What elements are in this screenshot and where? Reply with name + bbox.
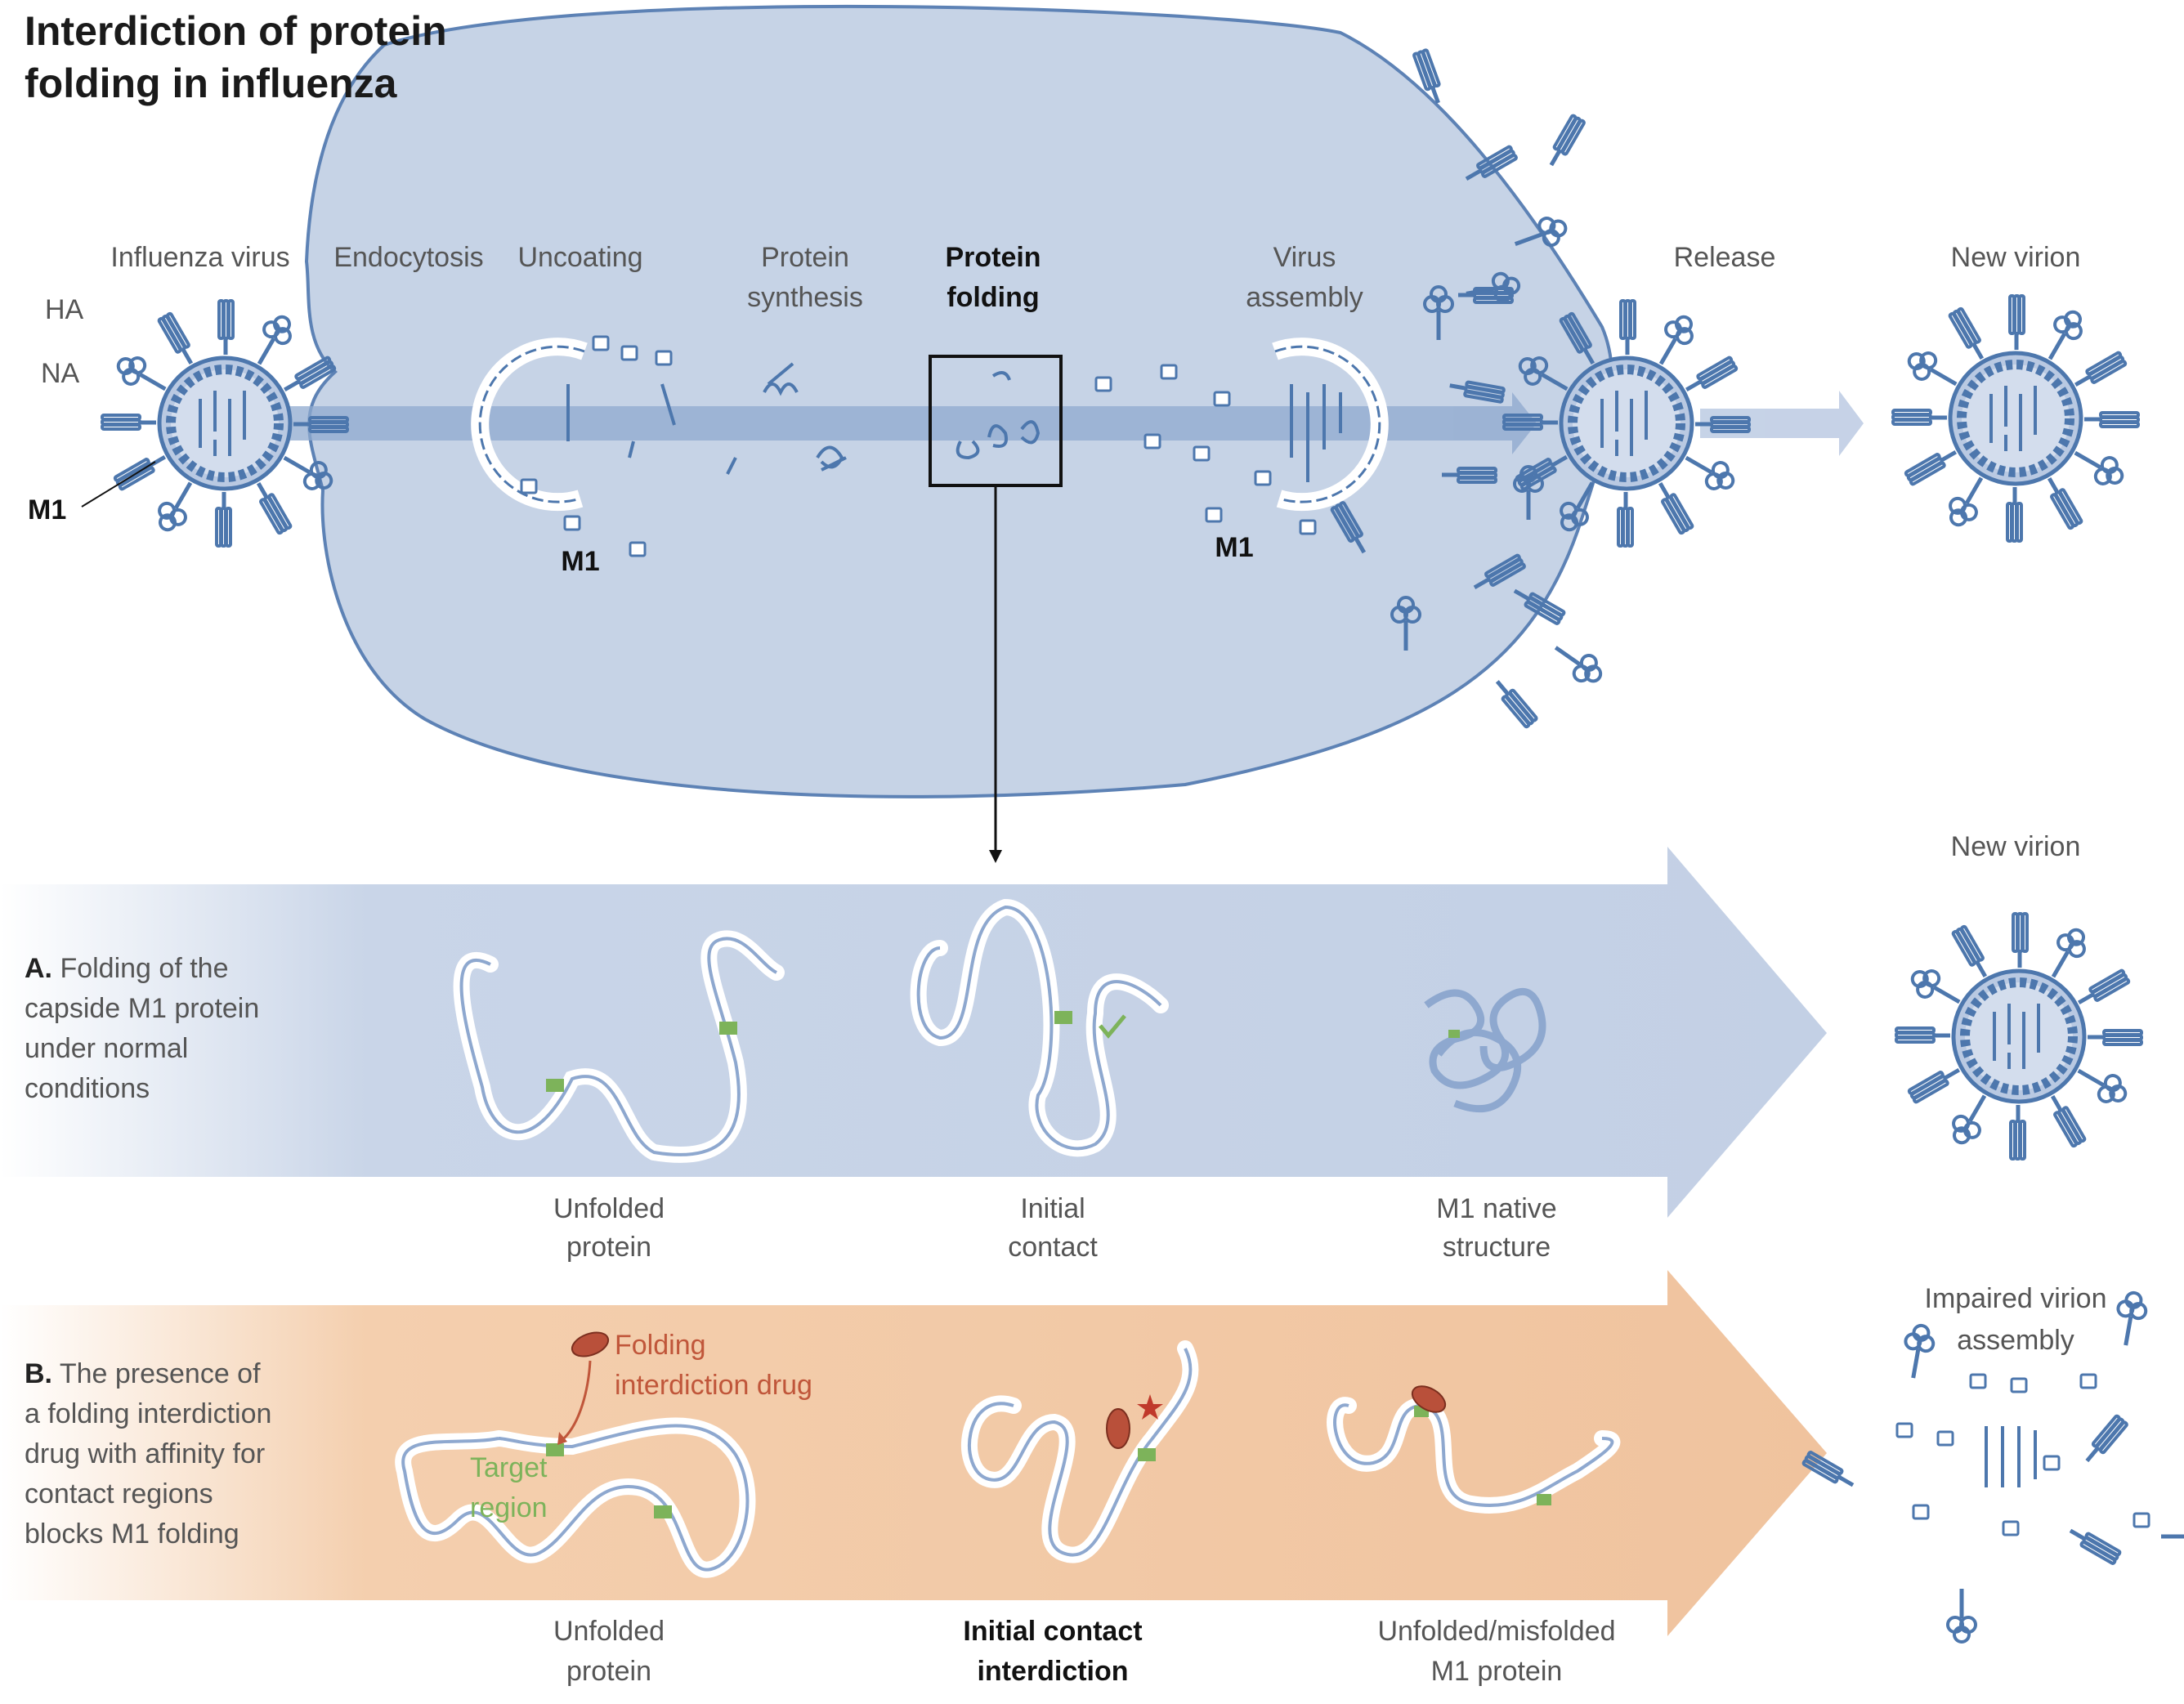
protein-folding-box xyxy=(929,355,1063,863)
label-protein-synthesis-2: synthesis xyxy=(747,282,863,313)
label-influenza-virus: Influenza virus xyxy=(110,242,290,273)
m1-pointer xyxy=(81,461,156,508)
protein-chain-icon xyxy=(453,898,1169,1163)
panel-b-desc-2: a folding interdiction xyxy=(25,1398,272,1429)
panel-b-step3-2: M1 protein xyxy=(1430,1656,1563,1687)
panel-b-result-1: Impaired virion xyxy=(1924,1283,2107,1314)
label-m1-uncoating: M1 xyxy=(561,546,600,577)
label-protein-synthesis-1: Protein xyxy=(761,242,849,273)
star-icon xyxy=(1137,1394,1163,1420)
label-release: Release xyxy=(1673,242,1776,273)
panel-b-band xyxy=(0,1270,1827,1636)
drug-label: Folding interdiction drug xyxy=(615,1326,812,1406)
drug-pill-icon xyxy=(571,1331,610,1357)
target-label-1: Target xyxy=(470,1452,548,1483)
panel-b-step2-2: interdiction xyxy=(977,1656,1129,1687)
figure-title-line2: folding in influenza xyxy=(25,60,397,106)
drug-label-1: Folding xyxy=(615,1330,706,1361)
panel-a-step3-1: M1 native xyxy=(1436,1193,1557,1224)
panel-b-description: B. The presence of a folding interdictio… xyxy=(25,1354,271,1554)
panel-a-step1-2: protein xyxy=(566,1232,651,1263)
drug-pill-bound-icon xyxy=(1106,1408,1130,1449)
label-m1-assembly: M1 xyxy=(1215,532,1254,563)
panel-a-description: A. Folding of the capside M1 protein und… xyxy=(25,949,259,1109)
label-ha: HA xyxy=(45,294,84,325)
drug-label-2: interdiction drug xyxy=(615,1370,812,1401)
label-na: NA xyxy=(41,358,80,389)
native-structure-icon xyxy=(1424,987,1546,1113)
label-protein-folding-2: folding xyxy=(947,282,1040,313)
drug-arrow-head xyxy=(557,1432,567,1445)
panel-a-letter: A. xyxy=(25,953,52,984)
label-virus-assembly-1: Virus xyxy=(1273,242,1336,273)
panel-b-step1-1: Unfolded xyxy=(553,1616,665,1647)
panel-a-step1-1: Unfolded xyxy=(553,1193,665,1224)
label-virus-assembly-2: assembly xyxy=(1246,282,1363,313)
panel-a-step3-2: structure xyxy=(1442,1232,1551,1263)
label-protein-folding-1: Protein xyxy=(945,242,1041,273)
panel-a-desc-4: conditions xyxy=(25,1073,150,1104)
panel-a-band xyxy=(0,847,1827,1218)
panel-b-step3-1: Unfolded/misfolded xyxy=(1377,1616,1616,1647)
host-cell xyxy=(304,4,1614,798)
panel-b-letter: B. xyxy=(25,1358,52,1389)
panel-b-desc-5: blocks M1 folding xyxy=(25,1518,239,1550)
panel-b-step2-1: Initial contact xyxy=(963,1616,1143,1647)
panel-b-desc-3: drug with affinity for xyxy=(25,1438,266,1469)
panel-b-step1-2: protein xyxy=(566,1656,651,1687)
label-m1-virus: M1 xyxy=(28,494,67,526)
protein-synthesis-icon xyxy=(763,362,847,472)
panel-b-desc-4: contact regions xyxy=(25,1478,213,1509)
target-label-2: region xyxy=(470,1492,548,1523)
new-virion-top-icon xyxy=(1893,296,2138,541)
checkmark-icon xyxy=(1099,1014,1126,1039)
panel-b-desc-1: The presence of xyxy=(52,1358,261,1389)
uncoating-capsid xyxy=(471,335,737,557)
panel-a-step2-1: Initial xyxy=(1020,1193,1085,1224)
target-label: Target region xyxy=(470,1448,548,1528)
panel-a-result: New virion xyxy=(1950,831,2081,862)
panel-a-step2-2: contact xyxy=(1008,1232,1098,1263)
new-virion-a-icon xyxy=(1896,914,2141,1159)
panel-a-desc-1: Folding of the xyxy=(52,953,229,984)
label-endocytosis: Endocytosis xyxy=(333,242,484,273)
panel-a-desc-2: capside M1 protein xyxy=(25,993,260,1024)
impaired-virion-icon xyxy=(1803,1290,2184,1642)
figure-title: Interdiction of protein folding in influ… xyxy=(25,5,447,110)
assembly-capsid xyxy=(1094,338,1389,535)
label-uncoating: Uncoating xyxy=(517,242,643,273)
drug-pill-misfold-icon xyxy=(1411,1385,1447,1413)
figure-title-line1: Interdiction of protein xyxy=(25,8,447,54)
label-new-virion-top: New virion xyxy=(1950,242,2081,273)
drug-arrow xyxy=(562,1360,592,1440)
panel-b-result-2: assembly xyxy=(1957,1325,2074,1356)
panel-a-desc-3: under normal xyxy=(25,1033,189,1064)
